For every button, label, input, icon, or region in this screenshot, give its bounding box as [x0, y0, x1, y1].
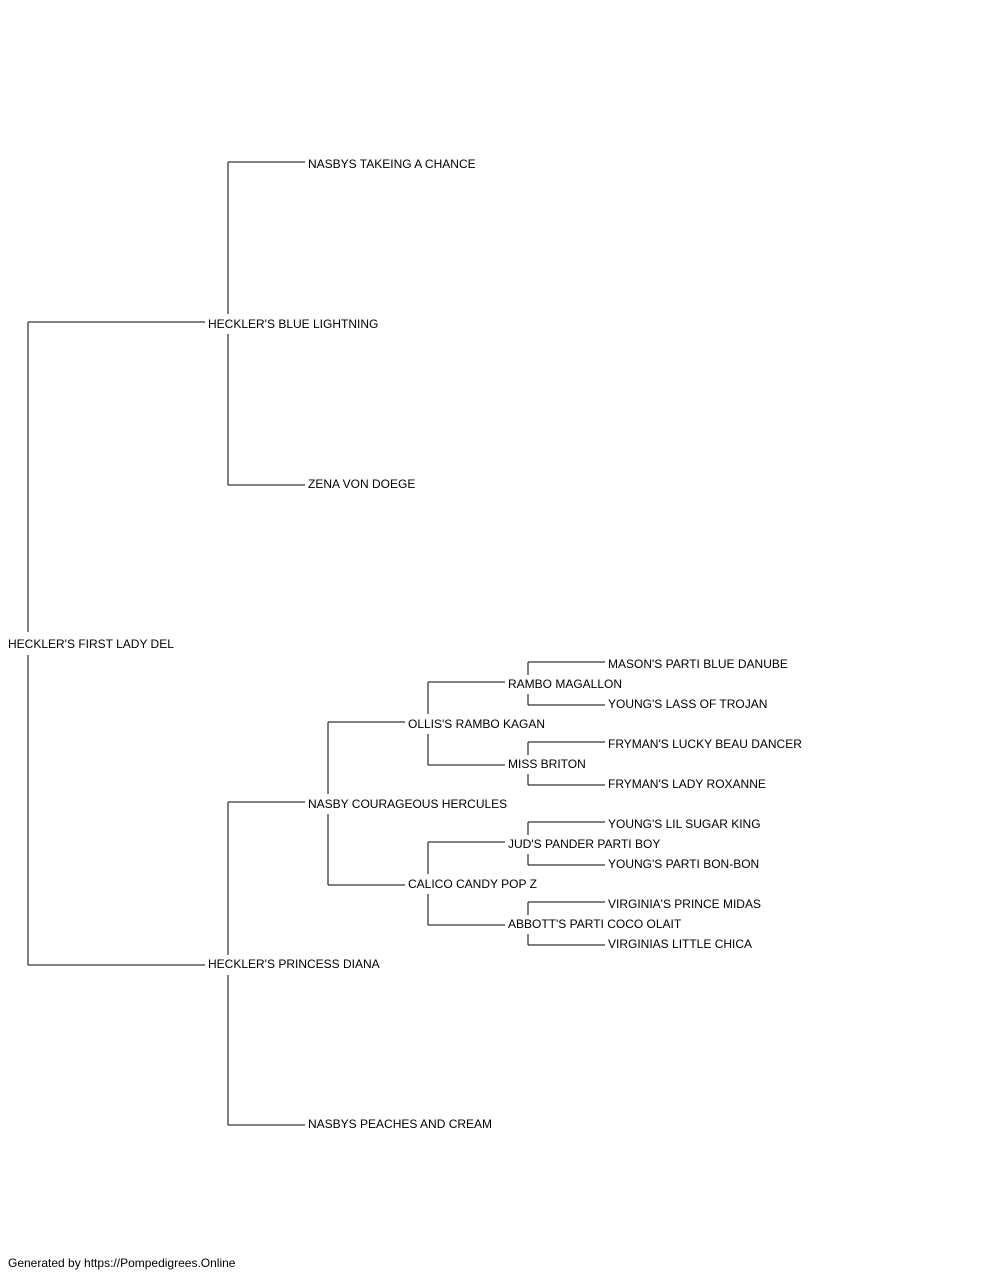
ancestor-name: FRYMAN'S LUCKY BEAU DANCER [608, 737, 802, 751]
sire-sire-name: NASBYS TAKEING A CHANCE [308, 157, 476, 171]
ancestor-name: MISS BRITON [508, 757, 586, 771]
ancestor-name: YOUNG'S LIL SUGAR KING [608, 817, 761, 831]
dam-name: HECKLER'S PRINCESS DIANA [208, 957, 380, 971]
ancestor-name: RAMBO MAGALLON [508, 677, 622, 691]
ancestor-name: MASON'S PARTI BLUE DANUBE [608, 657, 788, 671]
ancestor-name: YOUNG'S PARTI BON-BON [608, 857, 759, 871]
dam-dam-name: NASBYS PEACHES AND CREAM [308, 1117, 492, 1131]
ancestor-name: VIRGINIA'S PRINCE MIDAS [608, 897, 761, 911]
dam-sire-name: NASBY COURAGEOUS HERCULES [308, 797, 507, 811]
ancestor-name: YOUNG'S LASS OF TROJAN [608, 697, 767, 711]
subject-name: HECKLER'S FIRST LADY DEL [8, 637, 174, 651]
dam-sire-dam-name: CALICO CANDY POP Z [408, 877, 537, 891]
ancestor-name: FRYMAN'S LADY ROXANNE [608, 777, 766, 791]
ancestor-name: ABBOTT'S PARTI COCO OLAIT [508, 917, 682, 931]
sire-dam-name: ZENA VON DOEGE [308, 477, 415, 491]
ancestor-name: JUD'S PANDER PARTI BOY [508, 837, 660, 851]
dam-sire-sire-name: OLLIS'S RAMBO KAGAN [408, 717, 545, 731]
connector-lines [27, 161, 605, 1126]
dog-names: HECKLER'S FIRST LADY DEL HECKLER'S BLUE … [8, 157, 802, 1131]
ancestor-name: VIRGINIAS LITTLE CHICA [608, 937, 752, 951]
generated-by-footer: Generated by https://Pompedigrees.Online [8, 1256, 236, 1270]
sire-name: HECKLER'S BLUE LIGHTNING [208, 317, 378, 331]
